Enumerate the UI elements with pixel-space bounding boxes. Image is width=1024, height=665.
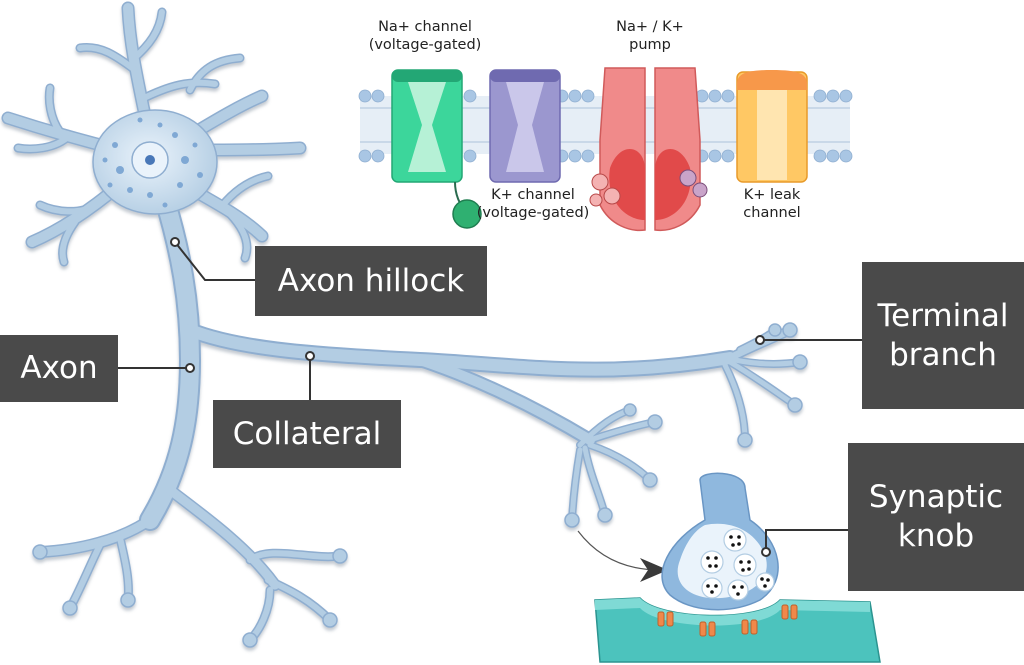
terminal-branch-line-1: Terminal xyxy=(877,297,1009,334)
na-k-pump-label-line-1: Na+ / K+ xyxy=(616,19,684,35)
nissl-bodies xyxy=(102,117,203,208)
terminal-branch-line-2: branch xyxy=(889,336,997,373)
k-leak-label-line-2: channel xyxy=(743,205,801,222)
axon-label: Axon xyxy=(0,335,118,402)
na-channel xyxy=(391,69,482,229)
synaptic-vesicles xyxy=(700,528,775,601)
neuron xyxy=(1,1,808,648)
k-channel xyxy=(489,69,561,183)
na-channel-label: Na+ channel (voltage-gated) xyxy=(350,18,500,54)
neurotransmitters xyxy=(706,535,770,596)
k-channel-label-line-2: (voltage-gated) xyxy=(476,205,590,222)
synaptic-knob-label: Synaptic knob xyxy=(848,443,1024,591)
branch-tips xyxy=(32,322,808,648)
receptors xyxy=(657,604,798,637)
na-k-pump-label: Na+ / K+ pump xyxy=(600,18,700,54)
axon-hillock-label-text: Axon hillock xyxy=(277,262,465,299)
synaptic-knob-line-1: Synaptic xyxy=(868,479,1004,516)
na-channel-label-line-2: (voltage-gated) xyxy=(368,37,482,54)
leader-dots xyxy=(170,237,771,557)
na-k-pump-label-line-2: pump xyxy=(629,37,671,54)
axon-label-text: Axon xyxy=(20,350,98,387)
k-leak-channel xyxy=(736,70,808,183)
leader-axon-hillock xyxy=(174,241,255,281)
k-channel-label-line-1: K+ channel xyxy=(491,187,575,203)
membrane-inset xyxy=(358,67,853,232)
synapse-inset xyxy=(577,472,881,663)
leader-synaptic-knob xyxy=(765,529,848,552)
k-leak-label: K+ leak channel xyxy=(730,186,814,222)
terminal-branch-label: Terminal branch xyxy=(862,262,1024,409)
nucleolus xyxy=(145,155,155,165)
collateral-label: Collateral xyxy=(213,400,401,468)
synaptic-knob-line-2: knob xyxy=(897,518,975,554)
axon-hillock-label: Axon hillock xyxy=(255,246,487,316)
k-channel-label: K+ channel (voltage-gated) xyxy=(467,186,599,222)
na-channel-label-line-1: Na+ channel xyxy=(378,19,472,35)
collateral-label-text: Collateral xyxy=(232,415,382,452)
k-leak-label-line-1: K+ leak xyxy=(743,187,801,203)
arrow-head xyxy=(640,558,668,582)
na-k-pump xyxy=(589,67,708,232)
leader-lines xyxy=(118,241,862,552)
neuron-fill xyxy=(3,3,803,643)
inactivation-gate xyxy=(452,199,482,229)
